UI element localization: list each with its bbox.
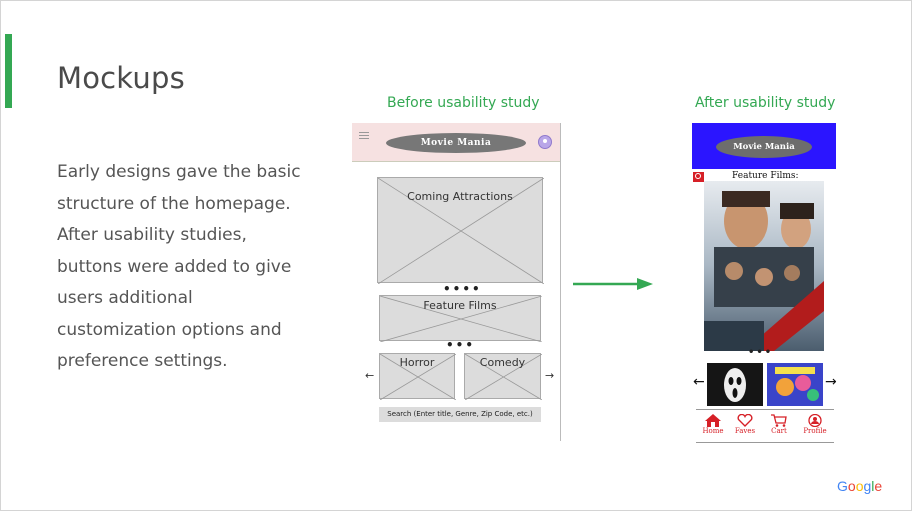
horror-label: Horror [399,356,435,369]
carousel-dots: ••• [446,338,476,352]
comedy-label: Comedy [479,356,526,369]
placeholder-cross-icon [380,296,542,342]
carousel-dots: ••• [748,347,774,358]
comedy-thumbnail[interactable] [767,363,823,406]
arrow-left-icon[interactable]: ← [365,369,375,382]
wireframe-header: Movie Mania [352,123,560,162]
profile-icon [808,414,822,427]
arrow-right-icon[interactable]: → [545,369,555,382]
carousel-dots: •••• [443,282,482,296]
slide-body-text: Early designs gave the basic structure o… [57,162,301,371]
final-logo: Movie Mania [716,136,812,158]
coming-attractions-label: Coming Attractions [407,190,513,203]
wireframe-logo: Movie Mania [386,133,526,153]
nav-home[interactable]: Home [698,410,728,435]
google-letter: o [847,478,856,494]
caption-after: After usability study [695,95,836,111]
google-letter: g [863,478,872,494]
google-letter: l [871,478,875,494]
horror-thumbnail[interactable] [707,363,763,406]
nav-faves[interactable]: Faves [730,410,760,435]
placeholder-cross-icon [380,354,456,400]
nav-faves-label: Faves [734,427,756,435]
feature-film-poster[interactable] [704,181,824,351]
horror-placeholder[interactable]: Horror [379,353,456,400]
bottom-nav: Home Faves Cart Profile [696,409,834,443]
hamburger-menu-icon[interactable] [359,132,369,139]
scream-mask-icon [707,363,763,406]
accent-bar [5,34,12,108]
google-letter: o [855,478,864,494]
caption-before: Before usability study [387,95,540,111]
wireframe-mockup: Movie Mania Coming Attractions •••• Feat… [352,123,561,441]
feature-films-placeholder[interactable]: Feature Films [379,295,542,342]
placeholder-cross-icon [465,354,542,400]
placeholder-cross-icon [378,178,544,284]
nav-profile[interactable]: Profile [800,410,830,435]
heart-icon [737,414,753,427]
location-pin-icon[interactable] [538,135,552,149]
google-letter: G [837,478,848,494]
google-logo: Google [837,478,882,494]
nav-cart-label: Cart [771,427,787,435]
final-mockup: Movie Mania Feature Films: [692,123,837,445]
nav-cart[interactable]: Cart [764,410,794,435]
feature-films-label: Feature Films [423,299,497,312]
nav-home-label: Home [702,427,724,435]
nav-profile-label: Profile [803,427,827,435]
final-header: Movie Mania [692,123,836,169]
wireframe-search-bar[interactable]: Search (Enter title, Genre, Zip Code, et… [379,407,541,422]
poster-artwork [704,181,824,351]
arrow-right-icon[interactable]: → [825,374,837,390]
feature-films-heading: Feature Films: [732,171,799,181]
arrow-left-icon[interactable]: ← [693,374,705,390]
home-icon [705,414,721,427]
coming-attractions-placeholder[interactable]: Coming Attractions [377,177,544,284]
cart-icon [771,414,787,427]
transition-arrow-icon [573,278,653,290]
slide-title: Mockups [57,61,185,95]
comedy-placeholder[interactable]: Comedy [464,353,542,400]
google-letter: e [874,478,883,494]
search-icon[interactable] [693,172,704,182]
comedy-poster-artwork [767,363,823,406]
